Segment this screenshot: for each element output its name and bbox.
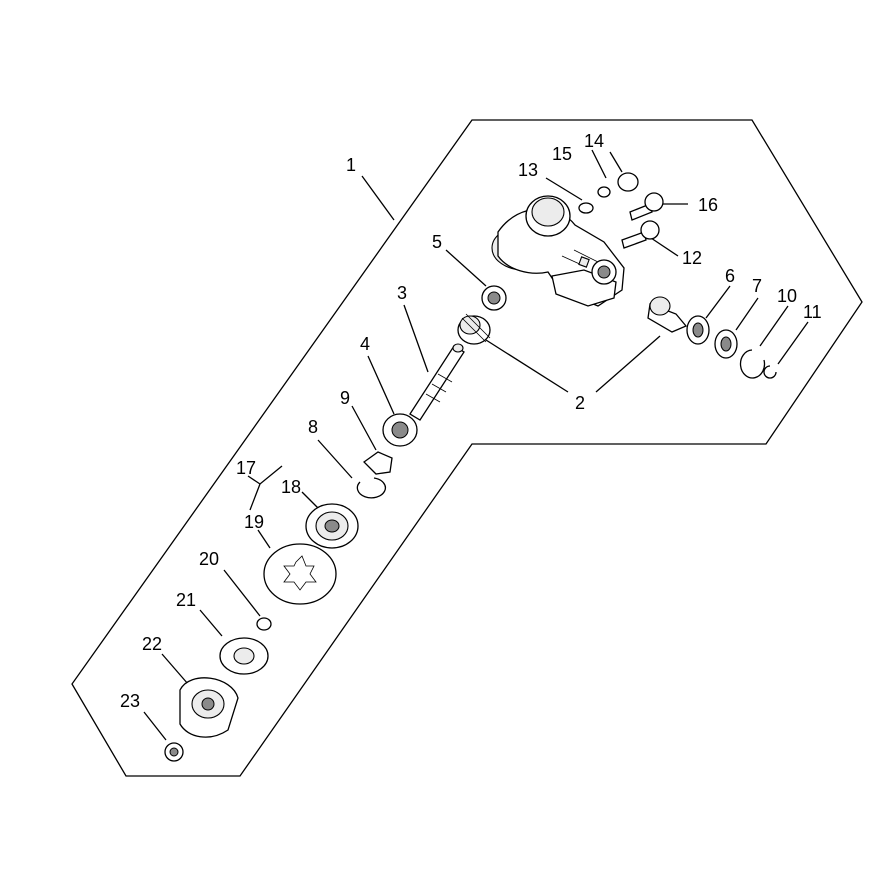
callout-21: 21 (176, 590, 196, 610)
assembly-boundary (71, 119, 863, 777)
callout-7: 7 (752, 276, 762, 296)
gear-housing (491, 195, 625, 307)
callout-5: 5 (432, 232, 442, 252)
callout-3: 3 (397, 283, 407, 303)
callout-13: 13 (518, 160, 538, 180)
callout-10: 10 (777, 286, 797, 306)
part-3-shaft (409, 343, 465, 421)
callout-9: 9 (340, 388, 350, 408)
callout-15: 15 (552, 144, 572, 164)
callout-16: 16 (698, 195, 718, 215)
callout-2: 2 (575, 393, 585, 413)
callout-18: 18 (281, 477, 301, 497)
part-9-shim (362, 451, 393, 475)
callout-19: 19 (244, 512, 264, 532)
part-8-circlip (356, 477, 386, 499)
part-16-bolt (629, 192, 664, 221)
callout-14: 14 (584, 131, 604, 151)
part-20-o-ring (256, 617, 272, 631)
leader-lines (143, 149, 809, 741)
callout-labels: 1 2 3 4 5 6 7 8 9 10 11 12 13 14 15 16 1… (120, 131, 822, 711)
callout-11: 11 (803, 302, 822, 322)
callout-6: 6 (725, 266, 735, 286)
part-19-disk (263, 543, 337, 605)
part-13-washer (578, 202, 594, 214)
callout-4: 4 (360, 334, 370, 354)
callout-1: 1 (346, 155, 356, 175)
part-23-nut (164, 742, 184, 762)
callout-20: 20 (199, 549, 219, 569)
part-18-cover (305, 503, 359, 549)
part-22-cup (179, 677, 239, 738)
part-4-bearing (382, 413, 418, 447)
part-5-bearing (481, 285, 507, 311)
part-2-pinion-shaft (647, 296, 688, 333)
part-6-bearing (686, 315, 710, 345)
part-12-bolt (621, 220, 660, 249)
part-2-bevel-gear (457, 313, 491, 345)
callout-8: 8 (308, 417, 318, 437)
part-15-washer (597, 186, 611, 198)
part-21-washer (219, 637, 269, 675)
callout-12: 12 (682, 248, 702, 268)
part-11-snap-ring (763, 365, 777, 379)
part-7-bearing (714, 329, 738, 359)
callout-17: 17 (236, 458, 256, 478)
callout-23: 23 (120, 691, 140, 711)
part-10-snap-ring (739, 349, 766, 379)
callout-22: 22 (142, 634, 162, 654)
part-14-bolt (617, 172, 639, 192)
